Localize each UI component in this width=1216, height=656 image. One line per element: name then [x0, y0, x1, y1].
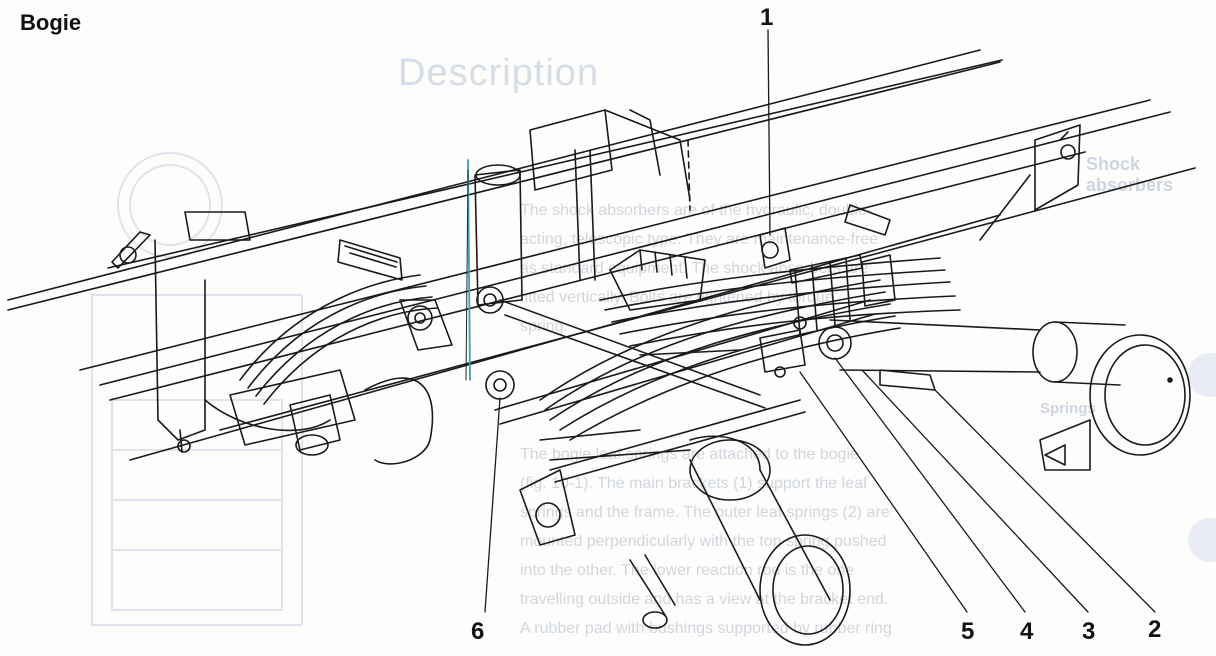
rear-leaf-spring [239, 239, 439, 405]
bleed-line: springs and the frame. The outer leaf sp… [520, 504, 890, 521]
bleed-line: spring. [520, 318, 569, 335]
reaction-rod-bracket [759, 316, 936, 391]
spring-hanger [529, 109, 691, 281]
bleed-line: into the other. The lower reaction rod i… [520, 562, 855, 579]
callout-4: 4 [1020, 618, 1034, 645]
leaf-spring [539, 257, 961, 441]
bleed-through-heading: Description [398, 52, 600, 94]
spring-seat [609, 204, 891, 311]
callout-5: 5 [961, 618, 975, 645]
bleed-line: The bogie leaf springs are attached to t… [520, 446, 859, 463]
bleed-line: travelling outside and has a view at the… [520, 591, 889, 608]
bleed-line: acting, telescopic type. They are mainte… [520, 231, 879, 248]
page-title: Bogie [20, 10, 82, 35]
u-bolt-clamp [759, 227, 896, 336]
callout-leader-lines [484, 29, 1156, 613]
lower-axle [519, 429, 851, 646]
callout-3: 3 [1082, 618, 1096, 645]
callout-6: 6 [471, 618, 485, 645]
rear-axle [204, 369, 434, 465]
bleed-through-graphics [91, 152, 1216, 626]
frame-bracket [111, 124, 1081, 453]
torque-rod [399, 286, 876, 483]
callout-2: 2 [1148, 616, 1162, 643]
front-axle [829, 319, 1191, 471]
bleed-through-heading-2: Springs [1040, 400, 1096, 417]
shock-absorber [465, 159, 523, 381]
bleed-line: mounted perpendicularly with the top spr… [520, 533, 887, 550]
callout-1: 1 [760, 4, 774, 31]
bleed-line: The shock absorbers are of the hydraulic… [520, 202, 873, 219]
